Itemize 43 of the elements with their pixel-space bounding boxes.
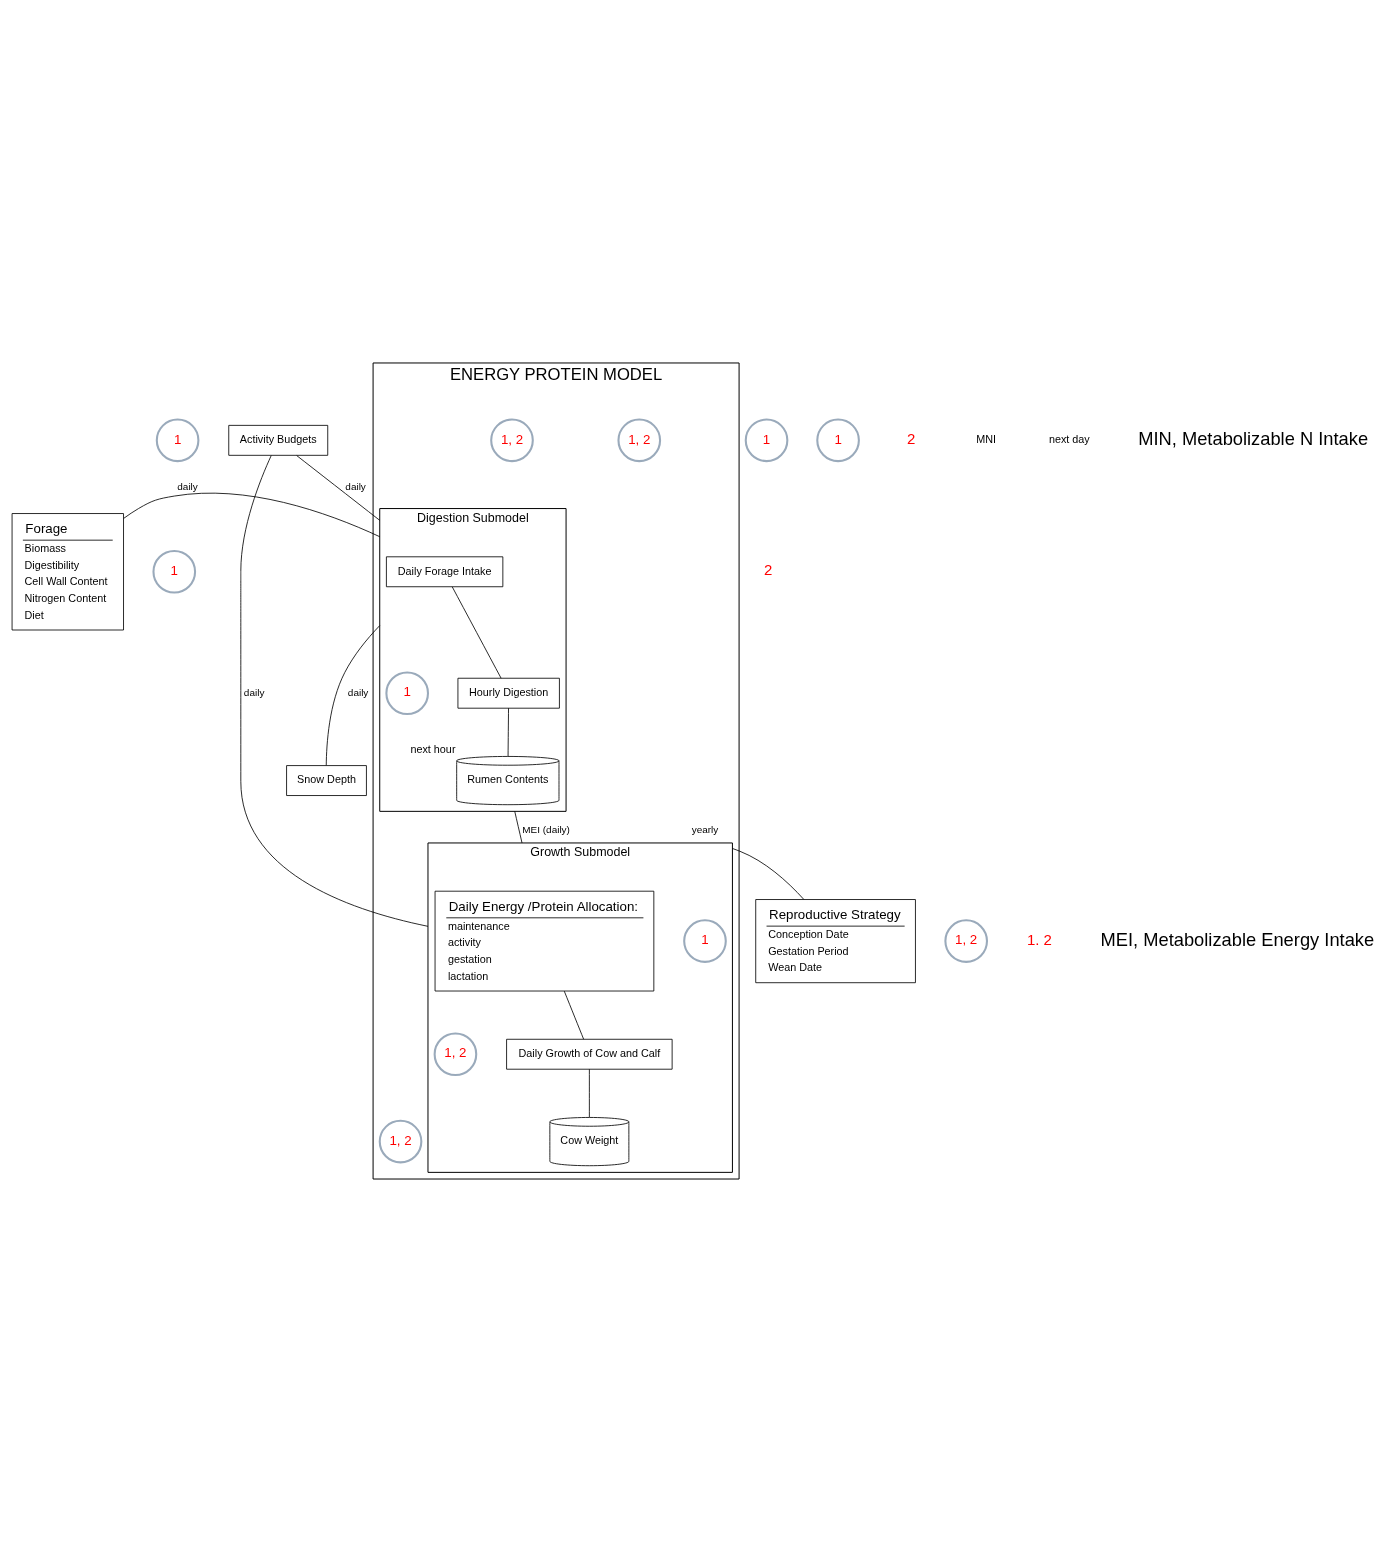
edge-label: daily: [177, 480, 198, 492]
connector: [588, 1068, 590, 1118]
label: MNI: [976, 432, 997, 445]
node-box: Daily Forage Intake: [385, 555, 504, 587]
connector: [732, 847, 805, 900]
connector: [296, 454, 381, 521]
label: MIN, Metabolizable N Intake: [1138, 427, 1369, 449]
node-box: Daily Growth of Cow and Calf: [506, 1038, 673, 1070]
node-circle: 1: [683, 918, 727, 963]
connector: [240, 454, 429, 927]
edge-label: MEI (daily): [522, 823, 570, 835]
node-circle: 1, 2: [617, 418, 662, 462]
label: 2: [764, 560, 773, 578]
label: 2: [907, 429, 916, 447]
label: 1. 2: [1026, 930, 1052, 948]
node-circle: 1: [152, 549, 197, 594]
label: MEI, Metabolizable Energy Intake: [1100, 928, 1375, 950]
node-box: Snow Depth: [286, 764, 367, 796]
node-box: Forage Biomass Digestibility Cell Wall Content Nitrogen Content Diet: [11, 512, 124, 630]
node-circle: 1: [155, 418, 200, 462]
node-circle: 1, 2: [490, 418, 534, 462]
node-circle: 1, 2: [433, 1031, 478, 1076]
connector: [514, 810, 523, 843]
connector: [507, 707, 509, 757]
node-circle: 1: [816, 418, 860, 462]
node-circle: 1: [744, 418, 789, 462]
node-box: Reproductive Strategy Conception Date Gestation Period Wean Date: [755, 898, 916, 983]
connector: [563, 990, 585, 1040]
edge-label: daily: [345, 480, 366, 492]
edge-label: yearly: [691, 823, 719, 835]
node-circle: 1, 2: [944, 918, 988, 963]
node-label: next hour: [410, 742, 456, 755]
node-box: Hourly Digestion: [457, 677, 560, 709]
node-box: Activity Budgets: [228, 424, 329, 456]
connector: [325, 624, 381, 766]
connector: [451, 585, 502, 679]
node-box: Daily Energy /Protein Allocation: maintenance activity gestation lactation: [434, 890, 655, 991]
edge-label: daily: [347, 686, 369, 698]
node-circle: 1, 2: [378, 1119, 423, 1163]
node-circle: 1: [385, 670, 430, 715]
connector: [123, 492, 381, 537]
edge-label: daily: [243, 686, 265, 698]
label: next day: [1048, 432, 1090, 445]
